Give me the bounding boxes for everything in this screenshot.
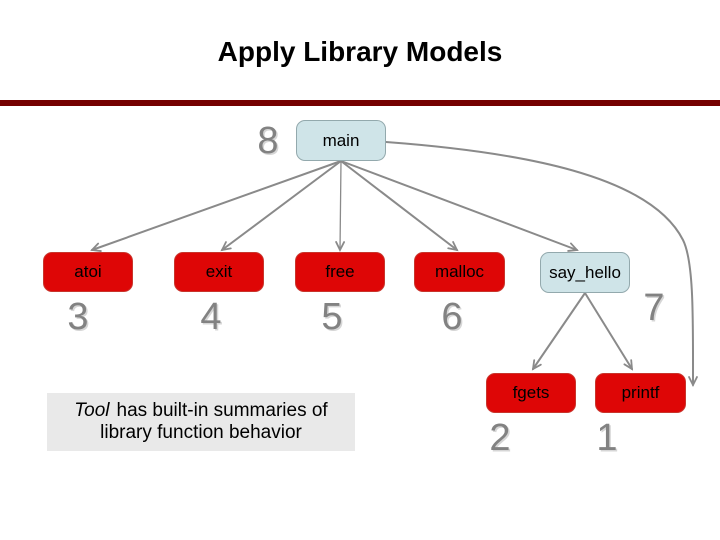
title-divider-rule [0,100,720,106]
order-number-atoi: 3 [67,296,89,338]
edge-main-free [335,160,345,253]
edge-sayhello-printf [584,292,634,371]
node-printf: printf [595,373,686,413]
order-number-fgets: 2 [489,417,511,459]
caption-tool-word: Tool [74,400,110,421]
edge-sayhello-fgets [531,292,586,371]
order-number-exit: 4 [200,296,222,338]
edge-main-malloc [340,160,459,252]
node-free: free [295,252,385,292]
order-number-printf: 1 [596,417,618,459]
edge-main-exit [220,160,342,252]
caption-box: Tool has built-in summaries of library fu… [47,393,355,451]
node-atoi: atoi [43,252,133,292]
node-main: main [296,120,386,161]
caption-line-1: Tool has built-in summaries of [47,400,355,422]
edge-main-sayhello [340,160,579,252]
caption-line-1-rest: has built-in summaries of [116,400,328,421]
order-number-malloc: 6 [441,296,463,338]
node-malloc: malloc [414,252,505,292]
edge-main-atoi [90,160,342,252]
order-number-free: 5 [321,296,343,338]
node-exit: exit [174,252,264,292]
order-number-say-hello: 7 [643,287,665,329]
page-title: Apply Library Models [217,36,503,67]
node-say-hello: say_hello [540,252,630,293]
caption-line-2: library function behavior [100,422,302,443]
order-number-main: 8 [257,120,279,162]
node-fgets: fgets [486,373,576,413]
edge-main-printf-arc [385,141,698,388]
